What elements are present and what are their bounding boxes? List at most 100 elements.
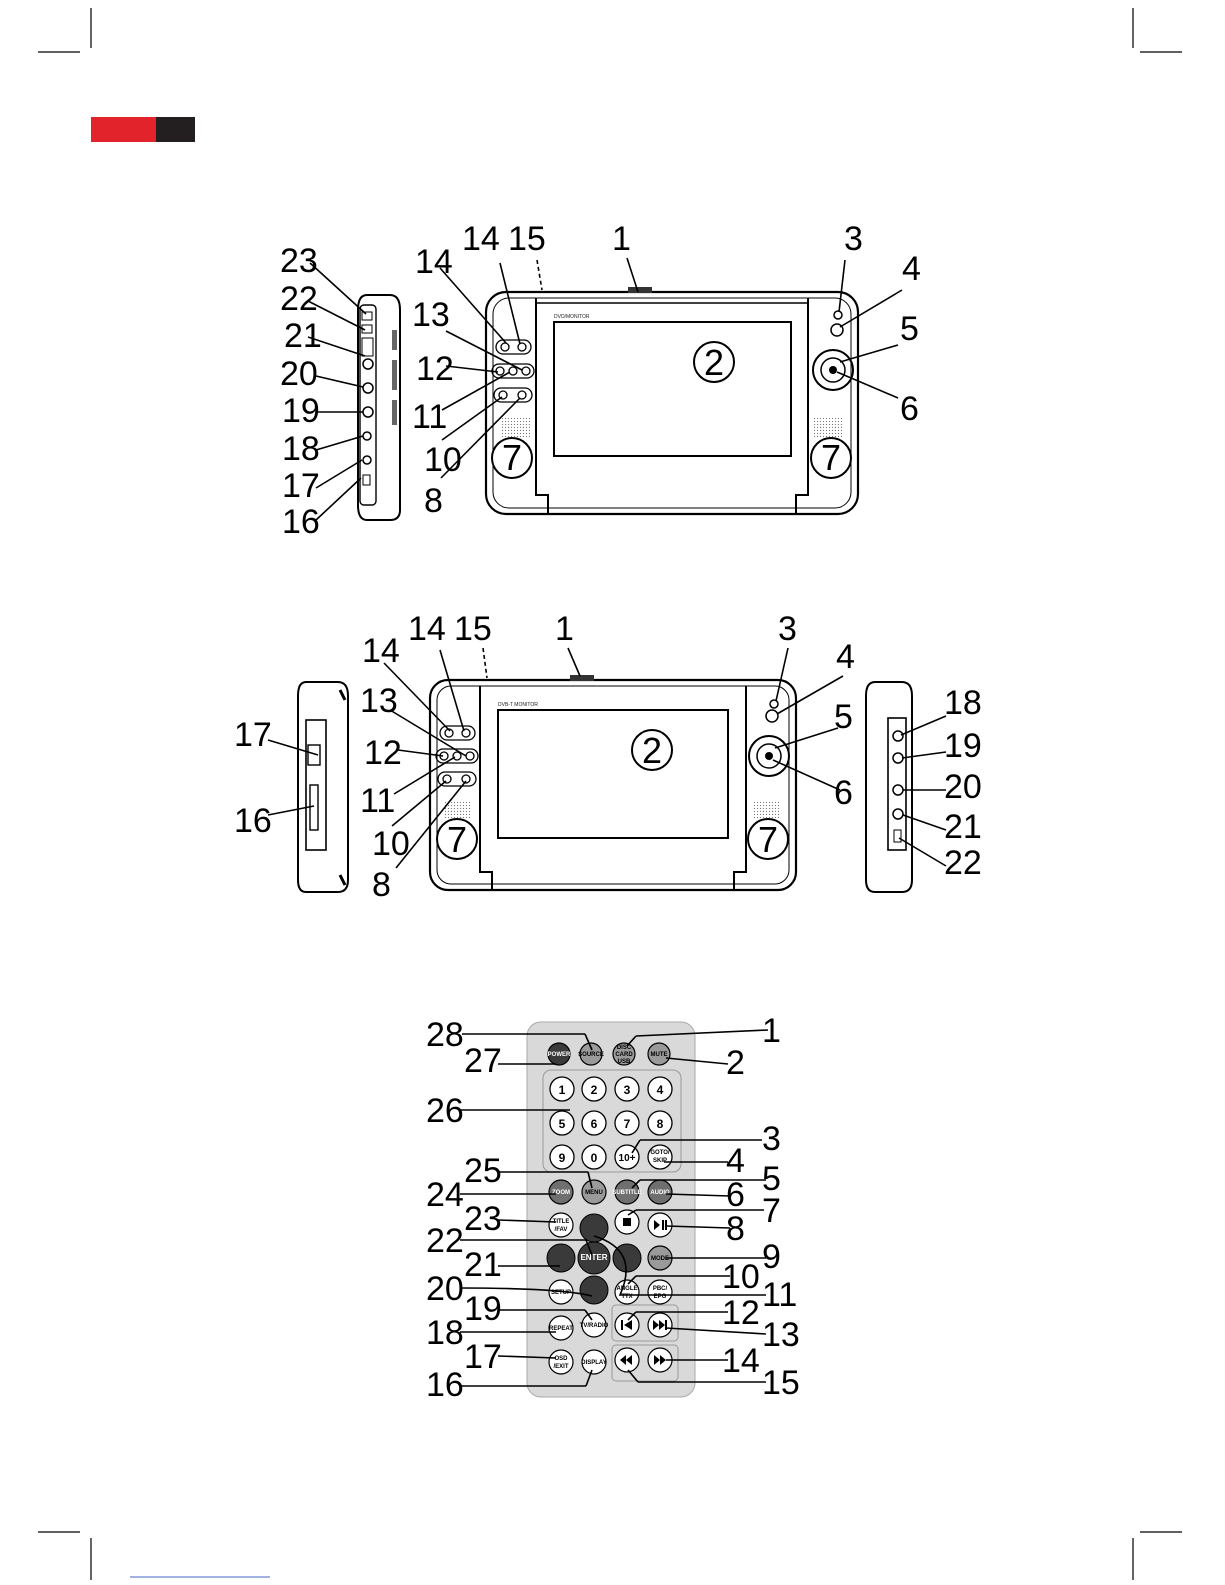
callout-d1-20: 20 xyxy=(280,355,318,393)
svg-text:6: 6 xyxy=(591,1117,598,1131)
svg-text:ANGLE: ANGLE xyxy=(617,1286,638,1292)
callout-d2-10: 11 xyxy=(360,782,395,820)
device2-button-cluster xyxy=(435,725,479,787)
svg-text:TITLE: TITLE xyxy=(553,1219,570,1225)
device2-leader-lines xyxy=(267,647,947,869)
svg-text:25: 25 xyxy=(464,1152,502,1190)
svg-text:28: 28 xyxy=(426,1016,464,1054)
svg-text:16: 16 xyxy=(426,1366,464,1404)
callout-d2-16: 16 xyxy=(234,802,272,840)
svg-text:2: 2 xyxy=(591,1083,598,1097)
svg-text:9: 9 xyxy=(762,1238,781,1276)
callout-d2-3: 3 xyxy=(778,610,797,648)
svg-text:MODE: MODE xyxy=(651,1256,669,1262)
svg-text:27: 27 xyxy=(464,1042,502,1080)
device1-screen-callout: 2 xyxy=(704,342,724,383)
mute-key-label: MUTE xyxy=(651,1052,668,1058)
svg-text:1: 1 xyxy=(559,1083,566,1097)
callout-d1-8: 8 xyxy=(424,482,443,520)
svg-text:21: 21 xyxy=(464,1246,502,1284)
callout-d1-3: 3 xyxy=(844,220,863,258)
source-key-label: SOURCE xyxy=(578,1052,604,1058)
device2-speaker-right-callout: 7 xyxy=(758,819,778,860)
svg-text:8: 8 xyxy=(657,1117,664,1131)
header-color-bar xyxy=(91,117,195,142)
device1-speaker-right-callout: 7 xyxy=(821,437,841,478)
callout-d2-17: 17 xyxy=(234,716,272,754)
callout-d2-6: 6 xyxy=(834,774,853,812)
power-key-label: POWER xyxy=(548,1052,571,1058)
callout-d1-12: 13 xyxy=(412,296,450,334)
previous-icon xyxy=(621,1320,632,1330)
device1-button-cluster xyxy=(491,339,535,403)
callout-d1-19: 19 xyxy=(282,392,320,430)
digit-keypad: 1 2 3 4 5 6 7 8 9 0 10+ GOTO/ SKIP xyxy=(549,1076,673,1170)
svg-text:/EXIT: /EXIT xyxy=(553,1364,568,1370)
callout-d1-5: 5 xyxy=(900,310,919,348)
svg-text:DISPLAY: DISPLAY xyxy=(581,1360,606,1366)
rewind-icon xyxy=(620,1355,632,1365)
device2-model-label: DVB-T MONITOR xyxy=(498,702,538,708)
device1-speaker-left-callout: 7 xyxy=(502,437,522,478)
callout-d2-14: 14 xyxy=(408,610,446,648)
callout-d2-11: 12 xyxy=(364,734,402,772)
svg-text:4: 4 xyxy=(726,1142,745,1180)
callout-d1-6: 6 xyxy=(900,390,919,428)
svg-text:EPG: EPG xyxy=(654,1294,667,1300)
svg-text:MENU: MENU xyxy=(585,1190,603,1196)
callout-d1-16: 16 xyxy=(282,503,320,541)
callout-d2-12: 13 xyxy=(360,682,398,720)
svg-text:15: 15 xyxy=(762,1364,800,1402)
svg-text:REPEAT: REPEAT xyxy=(549,1326,573,1332)
svg-text:SUBTITLE: SUBTITLE xyxy=(612,1190,641,1196)
svg-text:24: 24 xyxy=(426,1176,464,1214)
svg-text:0: 0 xyxy=(591,1151,598,1165)
svg-text:13: 13 xyxy=(762,1316,800,1354)
callout-d1-13: 14 xyxy=(415,243,453,281)
svg-text:SKIP: SKIP xyxy=(653,1158,667,1164)
navigation-pad: ENTER xyxy=(546,1213,642,1305)
svg-text:5: 5 xyxy=(559,1117,566,1131)
next-icon xyxy=(653,1320,667,1330)
svg-text:TTX: TTX xyxy=(621,1294,632,1300)
crop-marks xyxy=(38,8,1182,1580)
svg-text:DISC: DISC xyxy=(617,1045,632,1051)
device1-speaker-grille-left xyxy=(500,418,530,438)
callout-d2-22: 22 xyxy=(944,844,982,882)
device1-leader-lines xyxy=(307,257,903,521)
device1-speaker-grille-right xyxy=(814,418,844,438)
svg-text:18: 18 xyxy=(426,1314,464,1352)
svg-text:3: 3 xyxy=(762,1120,781,1158)
callout-d1-23: 23 xyxy=(280,242,318,280)
svg-text:1: 1 xyxy=(762,1012,781,1050)
callout-d1-11: 12 xyxy=(416,350,454,388)
svg-text:2: 2 xyxy=(726,1044,745,1082)
svg-text:17: 17 xyxy=(464,1338,502,1376)
callout-d2-20: 20 xyxy=(944,768,982,806)
svg-text:7: 7 xyxy=(762,1192,781,1230)
svg-text:5: 5 xyxy=(762,1160,781,1198)
callout-d1-14: 14 xyxy=(462,220,500,258)
svg-text:USB: USB xyxy=(618,1059,631,1065)
svg-text:SETUP: SETUP xyxy=(551,1290,571,1296)
callout-d2-15: 15 xyxy=(454,610,492,648)
callout-d1-15: 15 xyxy=(508,220,546,258)
device1-callout-numbers: 23 22 21 20 19 18 17 16 14 14 15 1 3 4 5… xyxy=(280,220,921,541)
callout-d2-21: 21 xyxy=(944,808,982,846)
callout-d1-17: 17 xyxy=(282,467,320,505)
svg-text:8: 8 xyxy=(726,1210,745,1248)
callout-d2-8: 8 xyxy=(372,866,391,904)
svg-text:4: 4 xyxy=(657,1083,664,1097)
callout-d2-1: 1 xyxy=(555,610,574,648)
svg-text:7: 7 xyxy=(624,1117,631,1131)
svg-text:TV/RADIO: TV/RADIO xyxy=(580,1323,609,1329)
callout-d1-10: 11 xyxy=(412,398,447,436)
device2-screen-callout: 2 xyxy=(642,730,662,771)
svg-text:19: 19 xyxy=(464,1290,502,1328)
svg-text:20: 20 xyxy=(426,1270,464,1308)
callout-d1-4: 4 xyxy=(902,250,921,288)
svg-text:CARD: CARD xyxy=(615,1052,633,1058)
fast-forward-icon xyxy=(654,1355,666,1365)
device2-left-side-view xyxy=(297,681,349,893)
